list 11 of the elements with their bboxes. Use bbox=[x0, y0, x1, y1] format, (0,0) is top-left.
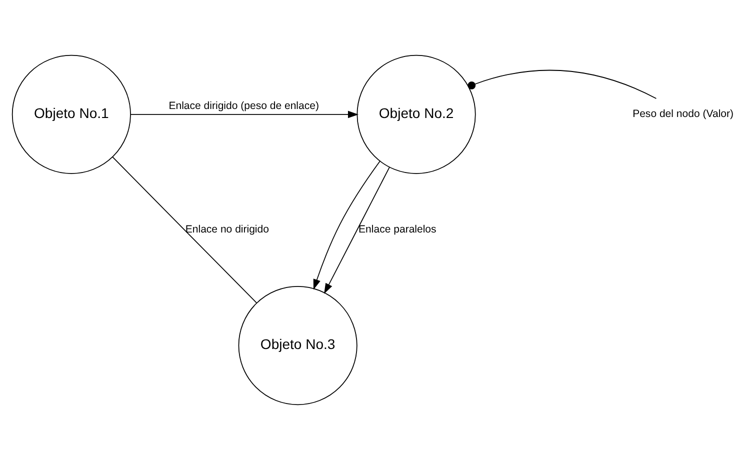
arrow bbox=[313, 160, 380, 290]
arrow bbox=[324, 166, 390, 294]
arrow bbox=[130, 110, 359, 118]
connector bbox=[112, 156, 258, 304]
node-text: Peso del nodo (Valor) bbox=[632, 108, 734, 120]
node-circle: Objeto No.1 bbox=[12, 54, 131, 174]
edge-label: Enlace paralelos bbox=[358, 224, 436, 236]
edge-label: Enlace dirigido (peso de enlace) bbox=[168, 100, 319, 112]
edge-label: Enlace no dirigido bbox=[185, 224, 269, 236]
connector bbox=[468, 70, 657, 99]
node-circle: Objeto No.3 bbox=[238, 286, 358, 406]
